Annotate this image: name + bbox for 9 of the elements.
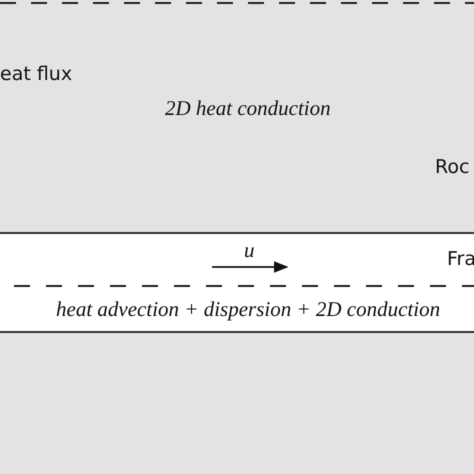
- process-label: heat advection + dispersion + 2D conduction: [56, 297, 440, 322]
- rock-region: [0, 0, 474, 232]
- region-label: eat flux: [0, 63, 72, 85]
- rock-region: [0, 333, 474, 474]
- region-label: Roc: [435, 156, 470, 178]
- velocity-symbol: u: [244, 238, 254, 263]
- process-label: 2D heat conduction: [165, 96, 331, 121]
- region-label: Fra: [447, 248, 474, 270]
- fracture-band: [0, 232, 474, 333]
